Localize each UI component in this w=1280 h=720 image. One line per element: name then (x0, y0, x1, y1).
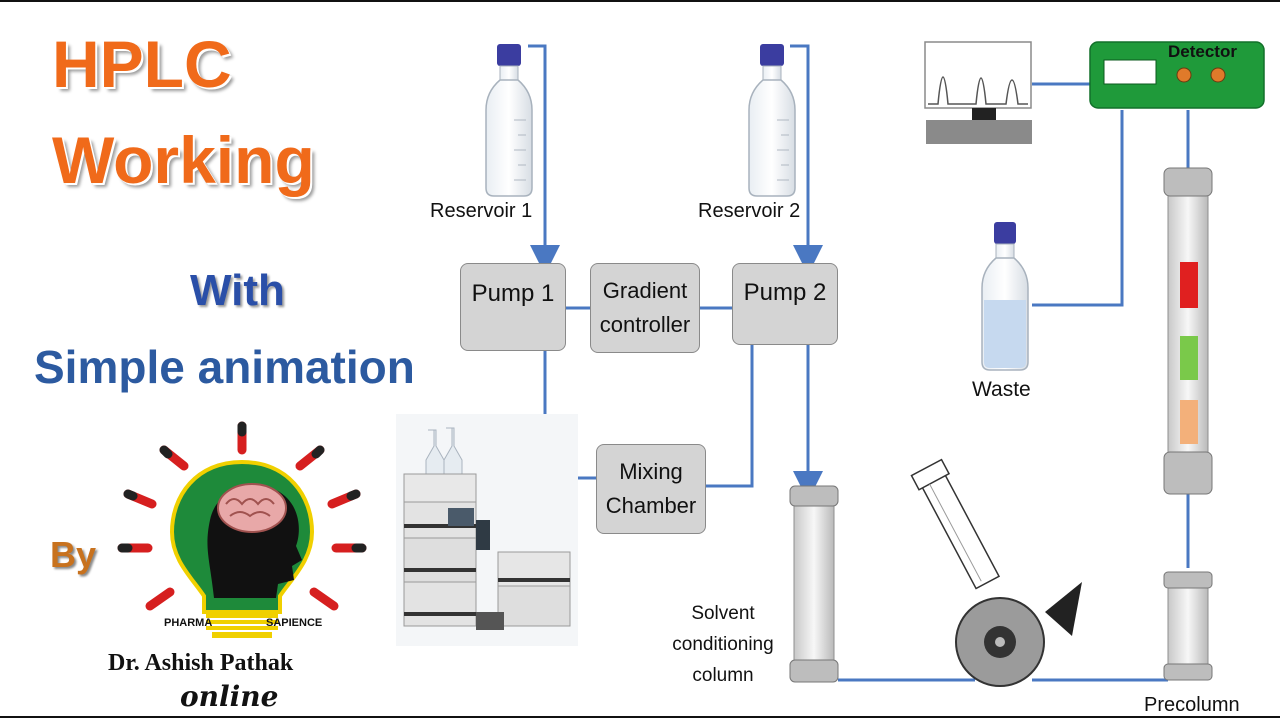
reservoir-1-bottle-icon (485, 44, 533, 197)
reservoir-1-label: Reservoir 1 (430, 200, 533, 222)
waste-label: Waste (972, 378, 1031, 401)
bottom-border (0, 716, 1280, 718)
pump-1-label: Pump 1 (471, 280, 555, 307)
logo-text-pharma: PHARMA (164, 617, 213, 629)
title-with: With (190, 266, 285, 315)
pharma-sapience-logo (117, 421, 367, 638)
injector-valve-icon (910, 458, 1082, 687)
hplc-instrument-image (396, 414, 578, 646)
pump-1-box: Pump 1 (460, 263, 566, 351)
reservoir-2-label: Reservoir 2 (698, 200, 801, 222)
title-working: Working (52, 123, 315, 197)
precolumn-label: Precolumn (1144, 694, 1240, 716)
solvent-conditioning-label: Solvent conditioning column (672, 603, 774, 686)
gradient-controller-label: Gradient controller (599, 278, 691, 337)
solvent-conditioning-column-icon (789, 485, 839, 683)
detector-label: Detector (1168, 42, 1237, 61)
gradient-controller-box: Gradient controller (590, 263, 700, 353)
title-hplc: HPLC (52, 27, 232, 101)
precolumn-icon (1163, 571, 1213, 681)
by-label: By (50, 534, 97, 575)
author-name: Dr. Ashish Pathak (108, 650, 294, 676)
analytical-column-icon (1163, 167, 1213, 495)
online-tagline: online (180, 680, 279, 713)
logo-text-sapience: SAPIENCE (266, 617, 323, 629)
mixing-chamber-label: Mixing Chamber (605, 459, 697, 518)
pump-2-box: Pump 2 (732, 263, 838, 345)
chromatogram-monitor-icon (924, 41, 1032, 144)
top-border (0, 0, 1280, 2)
mixing-chamber-box: Mixing Chamber (596, 444, 706, 534)
detector-unit-icon (1089, 41, 1265, 109)
waste-bottle-icon (981, 222, 1029, 371)
reservoir-2-bottle-icon (748, 44, 796, 197)
pump-2-label: Pump 2 (743, 279, 827, 306)
title-simple-animation: Simple animation (34, 341, 415, 393)
pipe-network (528, 44, 1190, 682)
